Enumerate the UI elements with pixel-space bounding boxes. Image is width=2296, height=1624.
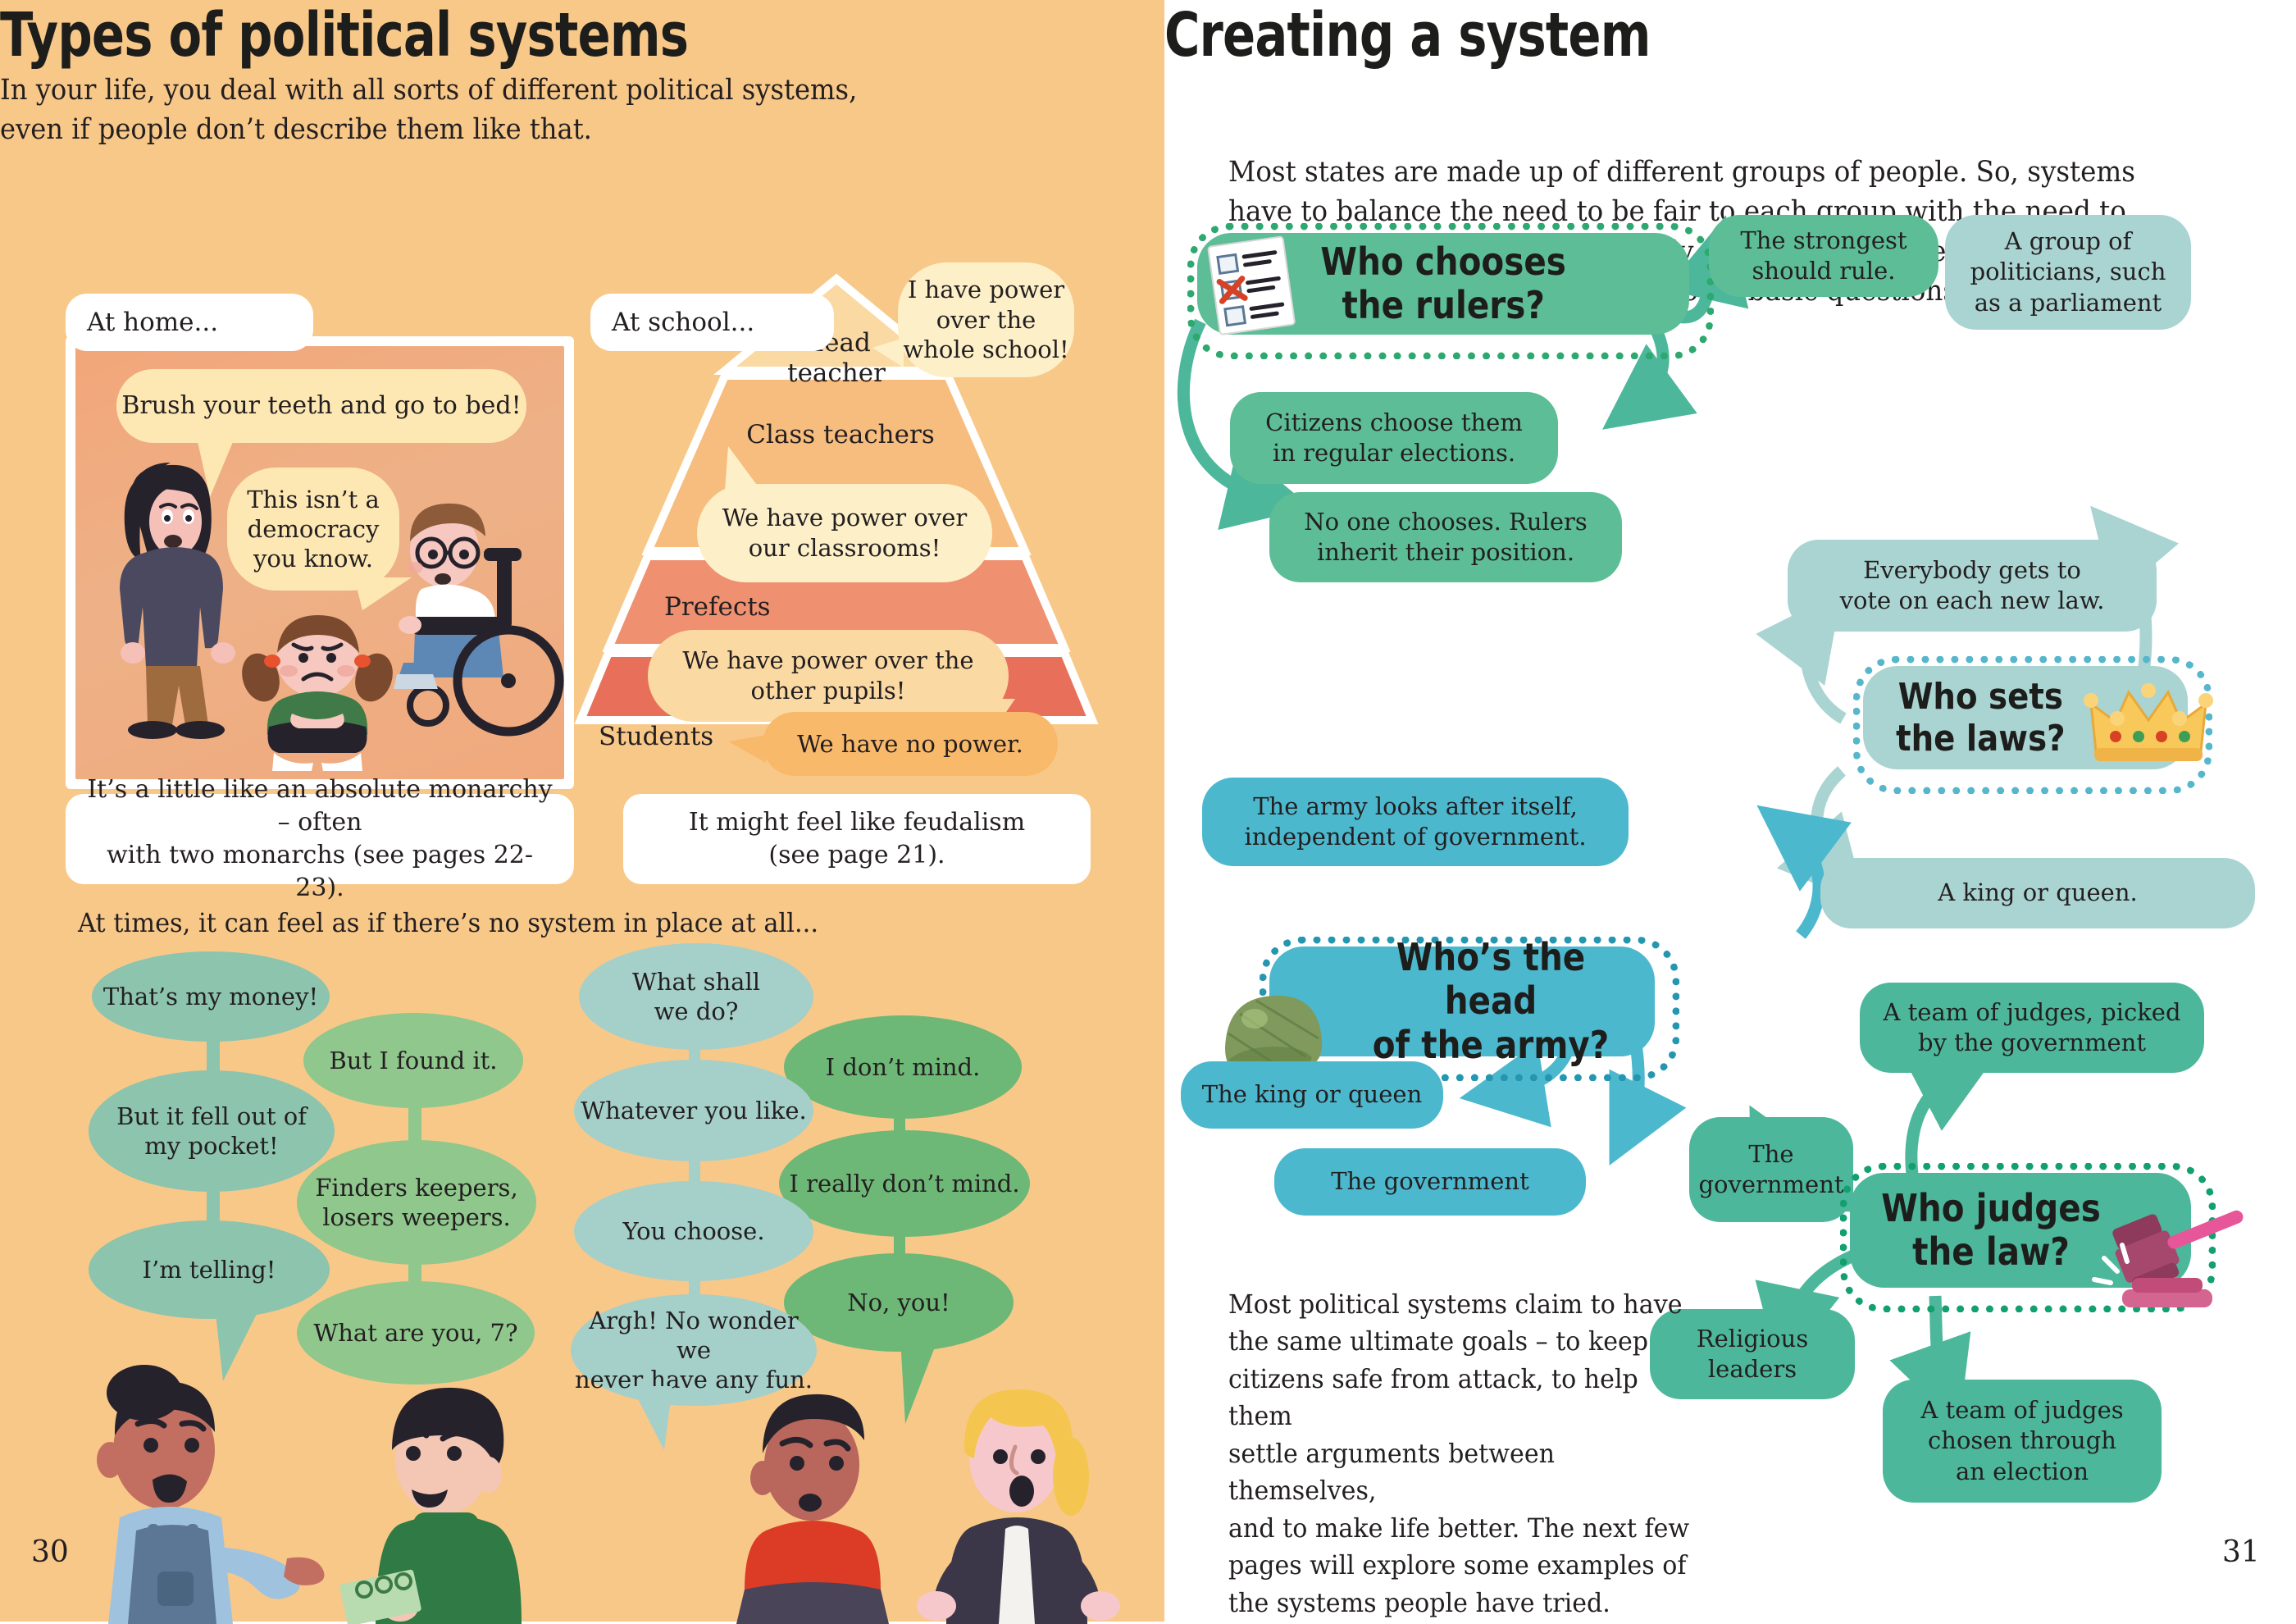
answer-everybody-votes: Everybody gets to vote on each new law. [1788, 540, 2157, 632]
figure-person-blonde [917, 1389, 1120, 1624]
head-teacher-bubble: I have power over the whole school! [898, 262, 1074, 377]
head-teacher-bubble-tail [872, 338, 904, 367]
speech-bubble-choice: No, you! [784, 1253, 1014, 1352]
school-caption-line1: It might feel like feudalism [688, 807, 1026, 837]
home-bubble-child-tail [354, 577, 412, 610]
speech-bubble-choice: Argh! No wonder we never have any fun. [571, 1294, 817, 1406]
at-home-tab: At home... [66, 294, 313, 351]
speech-bubble-tail [900, 1339, 938, 1424]
speech-bubble-tail [215, 1306, 261, 1381]
left-intro-line1: In your life, you deal with all sorts of… [0, 74, 858, 107]
answer-citizens-choose: Citizens choose them in regular election… [1230, 392, 1558, 484]
pyramid-label-students: Students [599, 722, 714, 751]
at-home-tab-label: At home... [87, 308, 219, 337]
answer-army-independent: The army looks after itself, independent… [1202, 778, 1629, 866]
speech-bubble-money: That’s my money! [92, 951, 330, 1042]
figure-parent [120, 463, 235, 739]
speech-bubble-choice: I really don’t mind. [779, 1130, 1030, 1237]
school-caption: It might feel like feudalism (see page 2… [623, 794, 1091, 884]
pyramid-label-class-teachers: Class teachers [746, 420, 935, 449]
at-times-note: At times, it can feel as if there’s no s… [78, 907, 818, 938]
right-closing-text: Most political systems claim to have the… [1228, 1289, 1690, 1618]
gavel-icon [2092, 1210, 2244, 1307]
page-title-right: Creating a system [1164, 0, 1651, 71]
crown-icon [2084, 683, 2213, 761]
speech-bubble-money: Finders keepers, losers weepers. [297, 1140, 536, 1265]
school-caption-line2: (see page 21). [768, 841, 945, 869]
students-bubble: We have no power. [763, 712, 1058, 776]
speech-bubble-money: I’m telling! [89, 1220, 330, 1319]
answer-judges-chosen-by-election: A team of judges chosen through an elect… [1883, 1380, 2162, 1503]
speech-bubble-choice: You choose. [574, 1181, 813, 1281]
home-bubble-child: This isn’t a democracy you know. [227, 468, 399, 591]
answer-judges-picked-by-government: A team of judges, picked by the governme… [1860, 983, 2204, 1073]
answer-group-of-politicians: A group of politicians, such as a parlia… [1945, 215, 2191, 330]
pyramid-label-prefects: Prefects [664, 592, 771, 622]
speech-bubble-money: But it fell out of my pocket! [89, 1070, 335, 1192]
speech-bubble-choice: Whatever you like. [574, 1060, 813, 1161]
answer-religious-leaders: Religious leaders [1650, 1309, 1855, 1399]
answer-king-or-queen-army: The king or queen [1181, 1061, 1443, 1129]
class-teachers-bubble: We have power over our classrooms! [697, 484, 992, 582]
answer-the-government: The government [1689, 1117, 1853, 1222]
ballot-paper-icon [1207, 235, 1296, 335]
at-school-tab-label: At school... [612, 308, 755, 337]
figure-person-overalls [97, 1365, 325, 1624]
at-school-tab: At school... [590, 294, 834, 351]
speech-bubble-choice: I don’t mind. [784, 1015, 1022, 1119]
answer-king-or-queen-laws: A king or queen. [1820, 858, 2255, 928]
home-caption-line2: with two monarchs (see pages 22-23). [106, 841, 534, 903]
prefects-bubble: We have power over the other pupils! [648, 630, 1009, 722]
answer-government-army: The government [1274, 1148, 1586, 1216]
home-bubble-parent: Brush your teeth and go to bed! [116, 369, 526, 443]
page-title-left: Types of political systems [0, 0, 689, 71]
home-illustration-panel: Brush your teeth and go to bed! This isn… [66, 336, 574, 789]
home-caption: It’s a little like an absolute monarchy … [66, 775, 574, 902]
speech-bubble-choice: What shall we do? [579, 943, 813, 1050]
home-caption-line1: It’s a little like an absolute monarchy … [87, 774, 553, 837]
speech-bubble-tail [631, 1386, 672, 1450]
page-number-left: 30 [31, 1535, 69, 1569]
question-who-heads-army[interactable]: Who’s the head of the army? [1269, 935, 1655, 1067]
figure-child [242, 615, 393, 771]
left-intro: In your life, you deal with all sorts of… [0, 71, 943, 150]
students-bubble-tail [728, 735, 766, 763]
answer-rulers-inherit: No one chooses. Rulers inherit their pos… [1269, 492, 1622, 582]
right-page: Creating a system Most states are made u… [1164, 0, 2296, 1622]
left-intro-line2: even if people don’t describe them like … [0, 113, 592, 147]
answer-strongest-should-rule: The strongest should rule. [1709, 215, 1938, 297]
figure-person-green-jumper [339, 1387, 522, 1624]
speech-bubble-money: What are you, 7? [297, 1281, 535, 1385]
figure-wheelchair-user [394, 503, 564, 737]
class-teachers-bubble-tail [725, 446, 761, 490]
figure-person-red-shirt [736, 1394, 889, 1624]
page-number-right: 31 [2222, 1535, 2260, 1569]
speech-bubble-money: But I found it. [303, 1013, 523, 1108]
left-page: Types of political systems In your life,… [0, 0, 1164, 1624]
